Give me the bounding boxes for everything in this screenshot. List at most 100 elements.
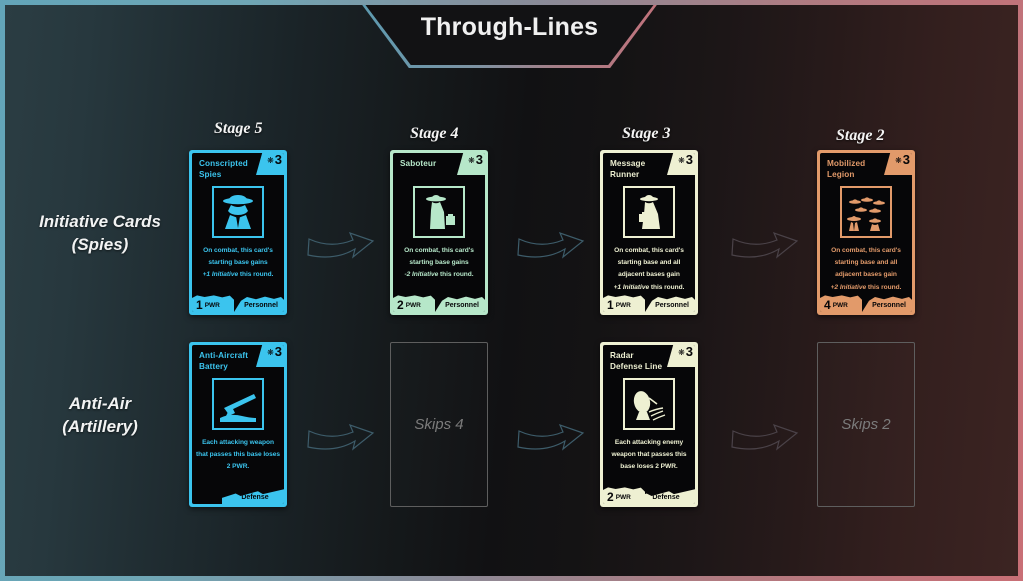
card-cost-badge: ❋ 3 [667, 153, 695, 175]
card-power-value: 2 [607, 490, 614, 504]
card-rules-line: starting base gains [409, 259, 469, 267]
card-body: ❋ 3 Mobilized Legion [820, 153, 912, 312]
card-conscripted-spies[interactable]: ❋ 3 Conscripted Spies [189, 150, 287, 315]
row-label-line1: Initiative Cards [39, 212, 161, 231]
card-type-tab: Personnel [234, 296, 284, 312]
card-power-label: PWR [615, 302, 631, 309]
card-rules-line: starting base gains [208, 259, 268, 267]
card-rules-line: starting base and all [834, 259, 898, 267]
card-cost-badge: ❋ 3 [256, 153, 284, 175]
card-cost-value: 3 [902, 153, 910, 167]
star-icon: ❋ [267, 348, 274, 357]
card-cost-value: 3 [274, 345, 282, 359]
aa-gun-icon [214, 380, 262, 428]
card-footer: 1 PWR Personnel [603, 290, 695, 312]
card-power-label: PWR [615, 494, 631, 501]
card-message-runner[interactable]: ❋ 3 Message Runner [600, 150, 698, 315]
card-type-tab: Defense [222, 489, 284, 504]
card-radar-defense-line[interactable]: ❋ 3 Radar Defense Line [600, 342, 698, 507]
card-title: Saboteur [400, 159, 437, 168]
card-type-tab: Personnel [645, 296, 695, 312]
card-art-frame [413, 186, 465, 238]
card-power-tab: 1 PWR [603, 295, 645, 312]
card-power-value: 1 [607, 298, 614, 312]
stage-header-5: Stage 5 [214, 120, 263, 137]
card-cost-badge: ❋ 3 [256, 345, 284, 367]
card-rules-line: weapon that passes this [611, 451, 687, 459]
star-icon: ❋ [267, 156, 274, 165]
arrow-stage4-to-stage3-top [513, 223, 593, 268]
card-saboteur[interactable]: ❋ 3 Saboteur [390, 150, 488, 315]
card-power-value: 1 [196, 298, 203, 312]
card-title: Anti-Aircraft Battery [199, 351, 249, 372]
card-cost-value: 3 [685, 153, 693, 167]
card-rules-line: -2 Initiative this round. [404, 271, 474, 279]
card-rules-text: On combat, this card's starting base gai… [395, 245, 483, 282]
card-rules-line: that passes this base loses [195, 451, 281, 459]
card-rules-line: On combat, this card's [614, 247, 684, 254]
card-type-label: Personnel [244, 302, 278, 309]
placeholder-skips-2: Skips 2 [817, 342, 915, 507]
card-cost-badge: ❋ 3 [884, 153, 912, 175]
card-rules-line: +1 Initiative this round. [202, 271, 274, 279]
card-rules-text: On combat, this card's starting base and… [605, 245, 693, 294]
card-body: ❋ 3 Radar Defense Line [603, 345, 695, 504]
arrow-stage3-to-stage2-top [727, 223, 807, 268]
star-icon: ❋ [678, 348, 685, 357]
card-rules-line: starting base and all [617, 259, 681, 267]
card-power-value: 2 [397, 298, 404, 312]
card-mobilized-legion[interactable]: ❋ 3 Mobilized Legion [817, 150, 915, 315]
banner-fill: Through-Lines [360, 5, 659, 65]
card-art-frame [212, 378, 264, 430]
spy-silhouette-icon [214, 188, 262, 236]
card-title: Mobilized Legion [827, 159, 866, 180]
card-type-tab: Personnel [862, 296, 912, 312]
card-title: Conscripted Spies [199, 159, 248, 180]
card-type-label: Personnel [655, 302, 689, 309]
star-icon: ❋ [678, 156, 685, 165]
runner-silhouette-icon [625, 188, 673, 236]
card-title: Message Runner [610, 159, 646, 180]
row-label-line2: (Spies) [71, 234, 129, 254]
card-footer: 4 PWR Personnel [820, 290, 912, 312]
card-rules-line: On combat, this card's [203, 247, 273, 254]
card-power-label: PWR [204, 302, 220, 309]
row-label-line1: Anti-Air [68, 394, 132, 413]
card-rules-line: Each attacking enemy [614, 439, 684, 446]
card-body: ❋ 3 Message Runner [603, 153, 695, 312]
card-type-label: Personnel [872, 302, 906, 309]
row-label-anti-air: Anti-Air (Artillery) [15, 393, 185, 439]
card-art-frame [212, 186, 264, 238]
card-power-label: PWR [832, 302, 848, 309]
card-rules-line: +1 Initiative this round. [613, 283, 685, 291]
card-rules-emphasis: +2 Initiative [830, 283, 867, 291]
card-rules-line: 2 PWR. [226, 463, 250, 471]
arrow-stage5-to-stage4-top [303, 223, 383, 268]
card-rules-line: On combat, this card's [404, 247, 474, 254]
row-label-line2: (Artillery) [62, 416, 138, 436]
card-footer: 2 PWR Defense [603, 482, 695, 504]
arrow-stage4-to-stage3-bottom [513, 415, 593, 460]
arrow-stage5-to-stage4-bottom [303, 415, 383, 460]
card-rules-line: adjacent bases gain [835, 271, 897, 279]
radar-dish-icon [625, 380, 673, 428]
stage-header-4: Stage 4 [410, 125, 459, 142]
card-footer: 1 PWR Personnel [192, 290, 284, 312]
card-type-tab: Personnel [435, 296, 485, 312]
stage-header-3: Stage 3 [622, 125, 671, 142]
card-art-frame [623, 378, 675, 430]
card-power-tab: 2 PWR [393, 295, 435, 312]
card-type-label: Defense [241, 494, 269, 501]
title-banner: Through-Lines [357, 5, 662, 68]
card-rules-emphasis: -2 Initiative [404, 271, 439, 279]
card-type-label: Defense [652, 494, 680, 501]
card-body: ❋ 3 Conscripted Spies [192, 153, 284, 312]
card-cost-value: 3 [685, 345, 693, 359]
card-footer: Defense [192, 482, 284, 504]
card-rules-line: base loses 2 PWR. [620, 463, 678, 471]
placeholder-skips-4: Skips 4 [390, 342, 488, 507]
card-rules-text: On combat, this card's starting base gai… [194, 245, 282, 282]
card-anti-aircraft-battery[interactable]: ❋ 3 Anti-Aircraft Battery [189, 342, 287, 507]
card-rules-line: adjacent bases gain [618, 271, 680, 279]
